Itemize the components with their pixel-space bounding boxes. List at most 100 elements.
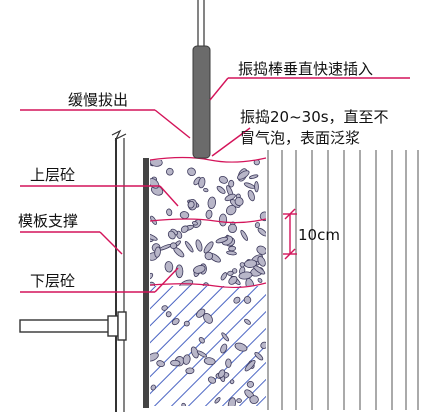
aggregate-stone [154,246,161,258]
aggregate-stone [253,160,260,166]
adjacent-piles [267,150,419,410]
aggregate-stone [221,332,230,342]
aggregate-stone [196,350,207,358]
aggregate-stone [193,265,206,274]
aggregate-stone [165,167,174,176]
aggregate-stone [150,352,159,362]
aggregate-stone [228,245,237,252]
leader-vibrate-time [211,127,251,157]
aggregate-stone [150,272,154,280]
aggregate-stone [195,239,203,252]
aggregate-stone [244,359,256,372]
aggregate-stone [228,276,238,285]
aggregate-stone [257,277,263,283]
aggregate-stone [254,222,260,229]
aggregate-stone [257,227,266,237]
aggregate-stone [224,193,236,202]
label-depth: 10cm [298,226,340,244]
aggregate-stone [249,174,259,179]
aggregate-stone [226,204,237,216]
aggregate-stone [256,245,266,255]
aggregate-stone [259,211,266,222]
aggregate-stone [234,342,248,352]
aggregate-stone [225,358,232,368]
aggregate-stone [198,336,205,344]
aggregate-stone [254,351,264,361]
aggregate-stone [227,223,238,233]
dimension-slash-top [284,208,296,220]
aggregate-stone [228,179,235,188]
layer-boundary-line [149,282,267,289]
aggregate-stone [184,240,194,253]
dimension-slash-bottom [284,248,296,260]
aggregate-stone [203,188,209,193]
top-surface-line [149,156,267,163]
lower-concrete-hatch [150,286,266,406]
aggregate-stone [218,369,226,379]
tie-nut [107,315,119,337]
aggregate-stone [205,209,213,219]
aggregate-stone [150,233,158,241]
aggregate-stone [257,255,266,267]
aggregate-stone [244,318,251,325]
aggregate-stone [161,305,168,311]
aggregate-stone [167,230,176,240]
aggregate-stone [249,395,259,405]
aggregate-stone [216,185,226,194]
tie-plate [117,311,127,341]
break-mark [111,129,127,141]
leader-lower-concrete-diag [154,267,179,293]
aggregate-stone [181,402,187,406]
aggregate-stone [237,170,250,180]
aggregate-stone [164,261,174,273]
aggregate-stone [246,380,254,388]
aggregate-stone [170,359,181,367]
upper-layer-mid-line [149,218,267,224]
leader-formwork-support-diag [99,231,123,255]
aggregate-stone [175,264,184,279]
aggregate-stone [187,200,195,209]
label-formwork-support: 模板支撑 [18,212,79,230]
aggregate-stone [254,181,259,193]
aggregate-stone [218,176,228,184]
upper-aggregate [150,160,266,286]
aggregate-stone [233,296,241,304]
label-vibrator-insert: 振捣棒垂直快速插入 [238,60,374,78]
aggregate-stone [166,208,173,217]
aggregate-stone [218,213,228,227]
aggregate-stone [203,313,213,324]
label-slow-withdraw: 缓慢拔出 [68,91,129,109]
label-vibrate-time-line1: 振捣20~30s，直至不 [240,108,389,126]
aggregate-stone [243,296,252,304]
aggregate-stone [220,343,228,354]
aggregate-stone [240,229,249,241]
aggregate-stone [260,341,266,349]
leader-upper-concrete-diag [159,185,179,207]
aggregate-stone [236,398,242,404]
aggregate-stone [243,182,256,189]
aggregate-stone [220,272,228,281]
aggregate-stone [229,379,235,385]
tie-bolt [19,319,113,333]
aggregate-stone [227,270,234,276]
label-vibrate-time-line2: 冒气泡，表面泛浆 [240,129,361,147]
aggregate-stone [150,384,157,391]
aggregate-stone [198,176,206,189]
aggregate-stone [214,397,221,404]
aggregate-stone [226,250,237,256]
formwork-board [143,158,149,408]
aggregate-stone [183,320,190,327]
aggregate-stone [204,251,214,261]
aggregate-stone [203,357,216,366]
aggregate-stone [207,376,217,384]
leader-vibrator-insert-diag [209,77,229,101]
label-upper-concrete: 上层砼 [30,166,76,184]
aggregate-stone [207,196,217,209]
aggregate-stone [187,167,196,177]
aggregate-stone [165,311,172,318]
aggregate-stone [247,190,255,202]
label-lower-concrete: 下层砼 [30,272,76,290]
aggregate-stone [169,242,178,250]
